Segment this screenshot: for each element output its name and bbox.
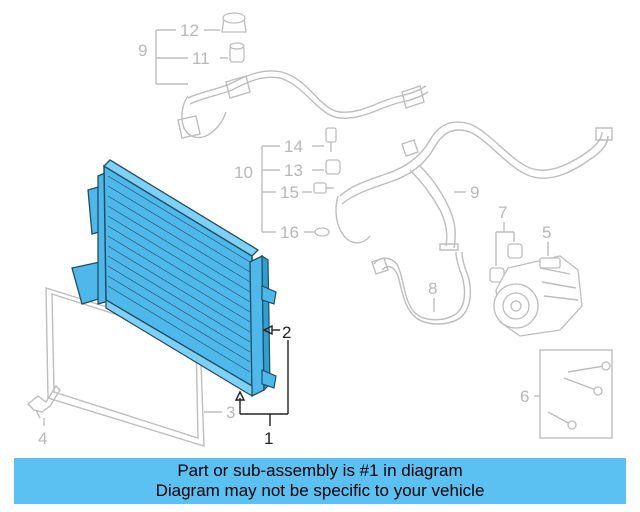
- part-13-cap: [325, 159, 341, 175]
- info-banner: Part or sub-assembly is #1 in diagram Di…: [14, 458, 626, 504]
- callout-15: 15: [280, 183, 299, 202]
- callout-8: 8: [428, 279, 437, 298]
- ac-hose-right: [335, 121, 613, 244]
- part-16-oring: [314, 227, 330, 237]
- callout-12: 12: [180, 21, 199, 40]
- callout-13: 13: [284, 161, 303, 180]
- leader-lines: [43, 29, 549, 426]
- callout-10: 10: [234, 163, 253, 182]
- callout-2: 2: [282, 323, 291, 342]
- ac-hose-upper: [177, 70, 429, 139]
- part-4-bracket: [26, 384, 61, 419]
- part-6-bolts: [539, 349, 613, 439]
- banner-line-1: Part or sub-assembly is #1 in diagram: [177, 461, 463, 480]
- part-14-sensor: [325, 127, 337, 152]
- callout-3: 3: [226, 403, 235, 422]
- callout-16: 16: [280, 223, 299, 242]
- parts-diagram: 12 11 9 14 13 10 15 16 9 7 5 8 6 3 4 2 1: [26, 12, 613, 448]
- part-5-compressor: [493, 255, 583, 337]
- callout-9-right: 9: [470, 183, 479, 202]
- banner-line-2: Diagram may not be specific to your vehi…: [155, 481, 485, 500]
- callout-labels: 12 11 9 14 13 10 15 16 9 7 5 8 6 3 4 2 1: [38, 21, 551, 448]
- ac-hose-middle: [409, 165, 459, 251]
- part-11-cap: [229, 42, 245, 63]
- callout-7: 7: [498, 203, 507, 222]
- callout-5: 5: [542, 223, 551, 242]
- callout-9-top: 9: [138, 41, 147, 60]
- callout-6: 6: [520, 387, 529, 406]
- part-1-condenser[interactable]: [71, 159, 277, 398]
- callout-4: 4: [38, 429, 47, 448]
- part-15-valve: [313, 182, 334, 194]
- callout-14: 14: [284, 137, 303, 156]
- callout-11: 11: [192, 49, 210, 68]
- part-7-caps: [489, 243, 523, 283]
- callout-1: 1: [264, 429, 273, 448]
- part-12-cap: [221, 12, 247, 33]
- part-8-hose: [371, 251, 472, 325]
